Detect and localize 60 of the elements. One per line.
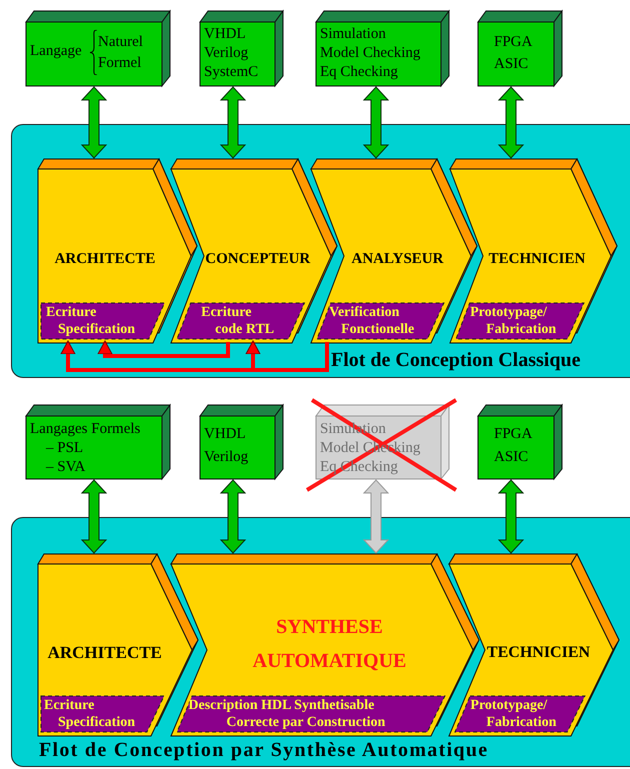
box-text: FPGA (494, 33, 532, 51)
box-text: Langage (30, 42, 82, 60)
feedback-arrow (98, 340, 230, 358)
step-label: TECHNICIEN (488, 250, 586, 269)
text-box (26, 405, 171, 480)
box-text: – SVA (46, 458, 86, 476)
task-text: Ecriture code RTL (200, 304, 276, 338)
box-text: – PSL (46, 439, 84, 457)
box-text: ASIC (494, 55, 528, 73)
task-text: Description HDL Synthetisable Correcte par Construction (187, 697, 386, 731)
step-label: ANALYSEUR (350, 250, 445, 269)
task-box (454, 696, 585, 732)
box-text: VHDL (204, 25, 246, 43)
double-arrow (220, 479, 246, 554)
panel-title: Flot de Conception Classique (331, 348, 580, 372)
text-box (200, 11, 284, 87)
flow-panel (11, 124, 630, 378)
box-text: ASIC (494, 448, 528, 466)
box-text: Naturel (98, 33, 143, 51)
task-box (41, 303, 164, 339)
task-text: Ecriture Specification (45, 304, 136, 338)
box-text: Formel (98, 54, 142, 72)
box-text: Eq Checking (320, 63, 398, 81)
box-text: Model Checking (320, 44, 420, 62)
step-label: ARCHITECTE (46, 643, 163, 663)
panel-title: Flot de Conception par Synthèse Automatique (39, 738, 488, 762)
task-box (176, 696, 445, 732)
flow-panel (11, 517, 630, 767)
task-text: Ecriture Specification (43, 697, 136, 731)
double-arrow (362, 86, 390, 159)
step-label: CONCEPTEUR (204, 250, 312, 269)
box-text: Verilog (204, 44, 248, 62)
text-box (200, 405, 284, 480)
box-text: Simulation (320, 25, 386, 43)
task-text: Prototypage/ Fabrication (469, 304, 558, 338)
task-box (41, 696, 164, 732)
step-label: SYNTHESE AUTOMATIQUE (252, 615, 408, 674)
chevron-step (38, 159, 198, 344)
box-text: VHDL (204, 425, 246, 443)
task-text: Prototypage/ Fabrication (469, 697, 558, 731)
text-box (316, 11, 450, 87)
double-arrow (220, 86, 246, 159)
box-text: Verilog (204, 448, 248, 466)
task-box (176, 303, 304, 339)
text-box (26, 11, 171, 87)
double-arrow (362, 479, 390, 554)
double-arrow (80, 86, 108, 159)
box-text: Langages Formels (30, 420, 140, 438)
box-text: FPGA (494, 425, 532, 443)
double-arrow (498, 86, 524, 159)
double-arrow (80, 479, 108, 554)
text-box (478, 11, 563, 87)
task-text: Verification Fonctionelle (328, 304, 416, 338)
step-label: TECHNICIEN (486, 643, 592, 663)
task-box (316, 303, 444, 339)
box-text: SystemC (204, 63, 258, 81)
step-label: ARCHITECTE (54, 250, 156, 269)
text-box (478, 405, 563, 480)
task-box (456, 303, 584, 339)
double-arrow (498, 479, 524, 554)
